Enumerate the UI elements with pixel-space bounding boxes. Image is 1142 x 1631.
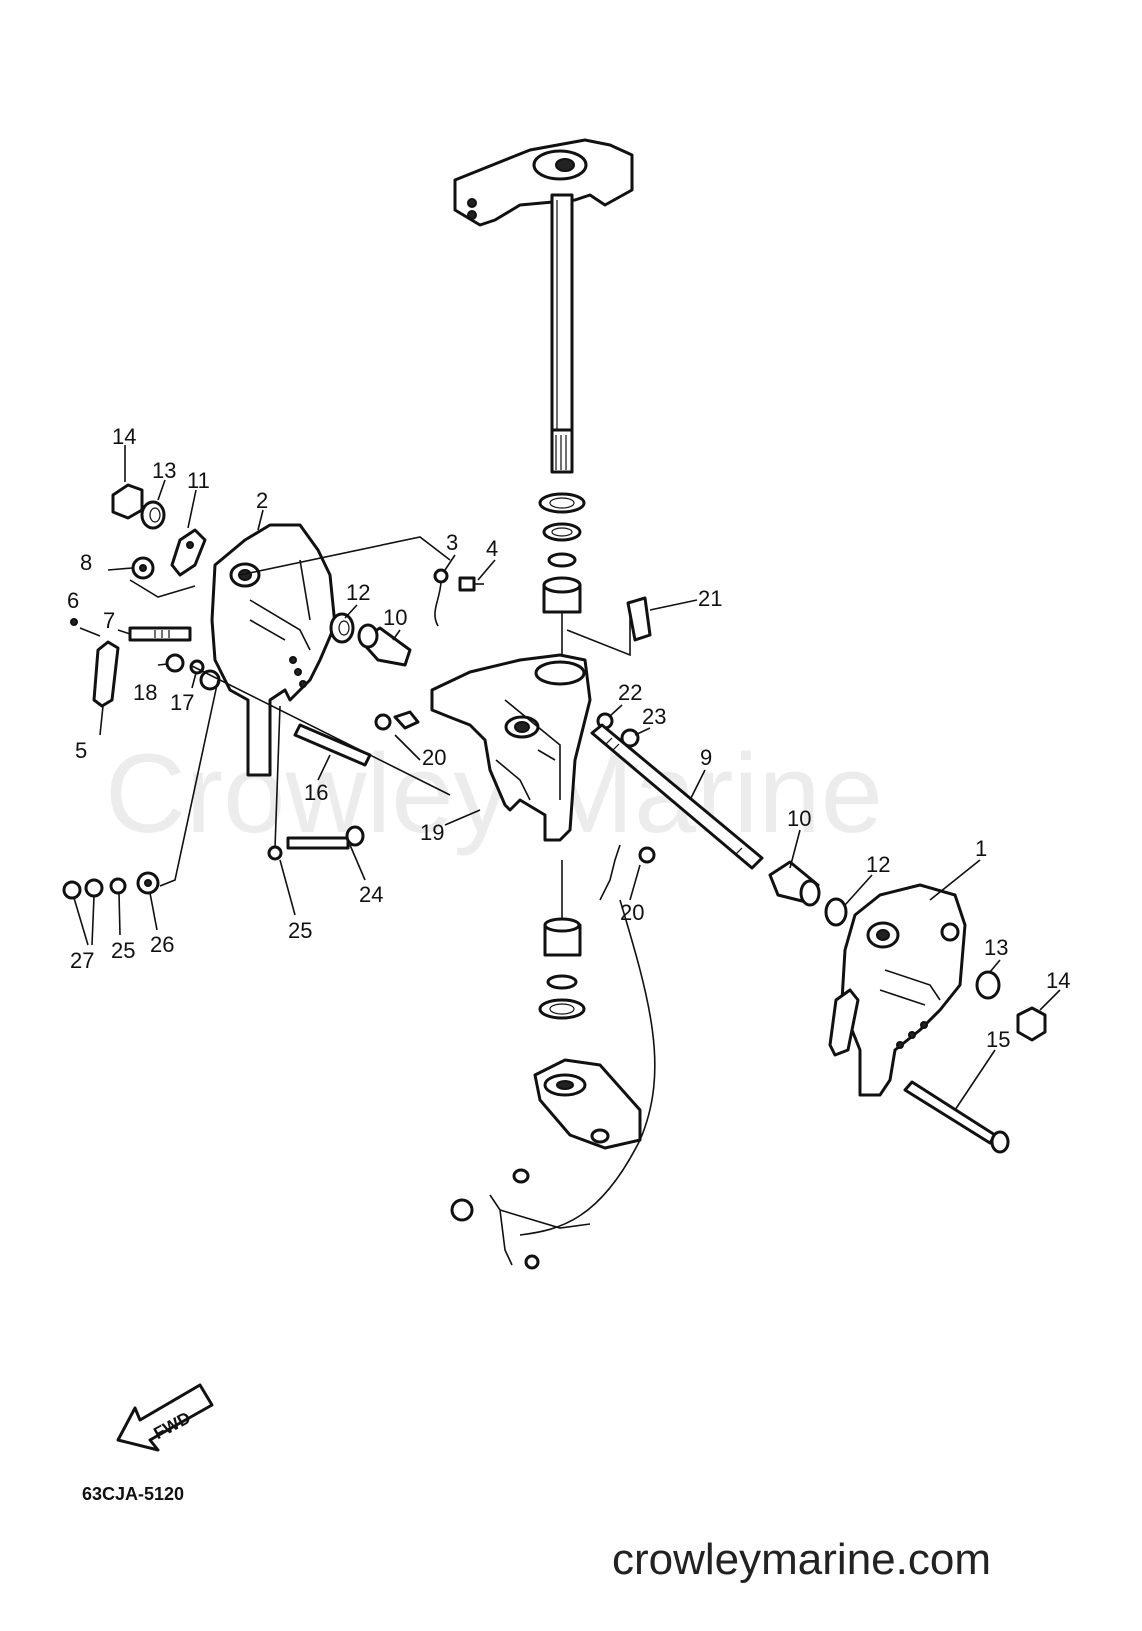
part-label: 2	[256, 488, 268, 513]
forward-direction-arrow: FWD	[116, 1383, 214, 1452]
part-label: 20	[422, 745, 446, 770]
lever-right	[828, 988, 860, 1057]
nut-8	[131, 556, 155, 580]
part-label: 17	[170, 690, 194, 715]
part-label: 13	[152, 458, 176, 483]
part-label: 12	[866, 852, 890, 877]
steering-arm	[453, 138, 634, 227]
part-label: 24	[359, 882, 383, 907]
part-label: 3	[446, 530, 458, 555]
part-label: 22	[618, 680, 642, 705]
lower-mount-bracket	[533, 1058, 642, 1150]
leader-lines	[73, 445, 1061, 1111]
pin-16	[293, 723, 372, 767]
washer-12-left	[329, 612, 355, 644]
part-label: 26	[150, 932, 174, 957]
part-label: 15	[986, 1027, 1010, 1052]
lower-bushing	[538, 860, 586, 1020]
part-label: 27	[70, 948, 94, 973]
grease-fitting-20-lower	[599, 844, 656, 901]
rod-7	[128, 626, 192, 642]
part-label: 10	[383, 605, 407, 630]
pin-6	[70, 618, 78, 626]
washer-25-center	[267, 845, 283, 861]
part-label: 8	[80, 550, 92, 575]
part-label: 20	[620, 900, 644, 925]
part-label: 14	[112, 424, 136, 449]
plate-21	[626, 596, 652, 642]
part-label: 25	[288, 918, 312, 943]
lever-5	[92, 640, 120, 708]
washer-13-right	[975, 970, 1001, 1000]
grease-hose-3	[433, 568, 449, 627]
ground-lead	[450, 899, 656, 1270]
part-label: 18	[133, 680, 157, 705]
clamp-bracket-left	[199, 523, 337, 777]
plate-11	[170, 528, 207, 577]
diagram-code: 63CJA-5120	[82, 1484, 184, 1504]
part-label: 14	[1046, 968, 1070, 993]
part-label: 5	[75, 738, 87, 763]
part-label: 4	[486, 536, 498, 561]
through-tube-9	[590, 723, 764, 870]
part-label: 13	[984, 935, 1008, 960]
part-label: 6	[67, 588, 79, 613]
part-label: 19	[420, 820, 444, 845]
washer-12-right	[824, 897, 848, 927]
part-label: 9	[700, 745, 712, 770]
washer-26	[136, 871, 160, 895]
nut-18	[165, 653, 185, 673]
site-footer: crowleymarine.com	[612, 1535, 991, 1584]
part-label: 12	[346, 580, 370, 605]
shaft-washers	[538, 492, 586, 568]
part-label: 11	[187, 468, 210, 493]
nut-14-left	[111, 483, 144, 520]
part-labels: 14 13 11 2 8 6 7 5 18 17 12 10 3 4 21 22…	[67, 424, 1070, 1052]
part-label: 25	[111, 938, 135, 963]
bushing-10-right	[768, 860, 821, 907]
washer-25-left	[109, 877, 127, 895]
part-label: 23	[642, 704, 666, 729]
part-label: 16	[304, 780, 328, 805]
nut-14-right	[1016, 1006, 1047, 1042]
bolt-15	[903, 1080, 1010, 1154]
upper-bushing	[542, 576, 582, 680]
nuts-27	[62, 878, 104, 900]
part-label: 1	[975, 836, 987, 861]
washer-13-left	[140, 500, 166, 530]
bushing-10-left	[357, 623, 412, 667]
bolt-24	[286, 825, 365, 850]
part-label: 10	[787, 806, 811, 831]
part-label: 7	[103, 608, 115, 633]
part-label: 21	[698, 586, 722, 611]
bolt-4	[458, 576, 484, 592]
clamp-bracket-right	[840, 883, 967, 1097]
swivel-bracket	[430, 653, 592, 842]
grease-fitting-20-upper	[374, 710, 420, 731]
steering-shaft	[550, 193, 574, 474]
bolt-23	[620, 728, 640, 748]
